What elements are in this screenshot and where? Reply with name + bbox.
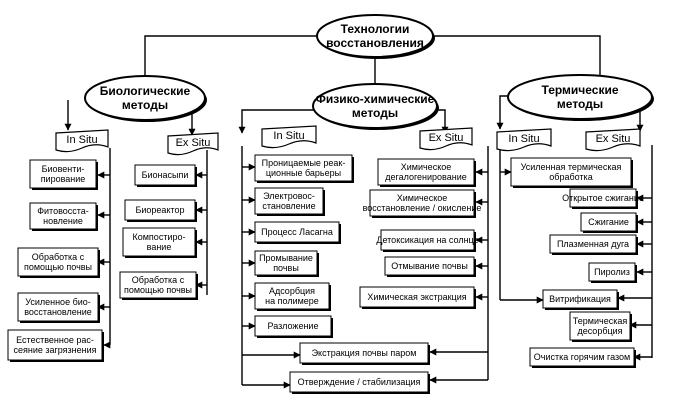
bio-in-situ-box: Естественное рас-сеяние загрязнения xyxy=(7,329,104,362)
node-label: Открытое сжигание xyxy=(562,193,644,203)
node-label: Усиленное био-восстановление xyxy=(24,297,92,317)
node-label: Проницаемые реак-ционные барьеры xyxy=(262,158,346,178)
node-label: Биореактор xyxy=(135,205,184,215)
shared-box: Отверждение / стабилизация xyxy=(289,371,430,394)
phys-in-situ-box: Разложение xyxy=(254,315,333,338)
node-label: Очистка горячим газом xyxy=(534,352,630,362)
node-label: Компостиро-вание xyxy=(133,232,186,252)
therm-ex-situ-box: Открытое сжигание xyxy=(562,188,644,209)
bio-in-situ-box: Фитовосста-новление xyxy=(29,202,98,231)
node-label: Ex Situ xyxy=(176,137,211,149)
therm-in-situ-label: In Situ xyxy=(496,128,552,152)
therm-shared-box: Витрификация xyxy=(542,289,619,310)
node-label: In Situ xyxy=(66,134,97,146)
phys-ex-situ-label: Ex Situ xyxy=(419,127,473,151)
phys-ex-situ-box: Химическая экстракция xyxy=(359,286,476,309)
bio-ex-situ-label: Ex Situ xyxy=(167,132,219,156)
bio-in-situ-box: Биовенти-пирование xyxy=(29,159,98,190)
therm-ex-situ-box: Пиролиз xyxy=(588,262,637,283)
node-label: In Situ xyxy=(508,133,539,145)
bio-in-situ-label: In Situ xyxy=(55,129,109,153)
phys-in-situ-box: Электровос-становление xyxy=(254,187,325,216)
node-label: Фитовосста-новление xyxy=(37,206,89,226)
bio-ex-situ-box: Бионасыпи xyxy=(134,164,197,187)
node-label: Ex Situ xyxy=(429,132,464,144)
node-label: Ex Situ xyxy=(596,133,631,145)
node-label: Бионасыпи xyxy=(142,170,189,180)
connector-lines xyxy=(64,35,653,389)
node-label: In Situ xyxy=(273,130,304,142)
node-label: Плазменная дуга xyxy=(557,239,629,249)
therm-ex-situ-box: Плазменная дуга xyxy=(549,234,638,255)
node-label: Витрификация xyxy=(549,294,611,304)
phys-ex-situ-box: Отмывание почвы xyxy=(384,256,476,277)
therm-shared-box: Очистка горячим газом xyxy=(529,347,636,368)
node-label: Естественное рас-сеяние загрязнения xyxy=(13,335,96,355)
node-label: Детоксикация на солнце xyxy=(376,235,478,245)
phys-ex-situ-box: Детоксикация на солнце xyxy=(376,229,479,252)
bio-ex-situ-box: Биореактор xyxy=(124,199,197,222)
node-label: Биовенти-пирование xyxy=(41,164,86,184)
node-label: Пиролиз xyxy=(594,267,630,277)
node-label: Химическая экстракция xyxy=(367,292,466,302)
node-label: Электровос-становление xyxy=(262,191,315,211)
node-label: Сжигание xyxy=(588,217,629,227)
node-label: Отверждение / стабилизация xyxy=(298,377,421,387)
phys-in-situ-box: Проницаемые реак-ционные барьеры xyxy=(254,154,354,183)
bio-in-situ-box: Усиленное био-восстановление xyxy=(17,292,100,323)
node-label: Отмывание почвы xyxy=(391,261,468,271)
therm-ex-situ-box: Сжигание xyxy=(580,212,638,233)
node-label: Разложение xyxy=(268,321,319,331)
node-label: Процесс Ласагна xyxy=(261,227,333,237)
phys-in-situ-label: In Situ xyxy=(261,125,317,149)
node-label: Экстракция почвы паром xyxy=(312,348,417,358)
therm-ex-situ-label: Ex Situ xyxy=(585,128,641,152)
phys-in-situ-box: Процесс Ласагна xyxy=(254,221,341,244)
bio-ex-situ-box: Компостиро-вание xyxy=(122,227,197,258)
shared-box: Экстракция почвы паром xyxy=(299,342,430,365)
